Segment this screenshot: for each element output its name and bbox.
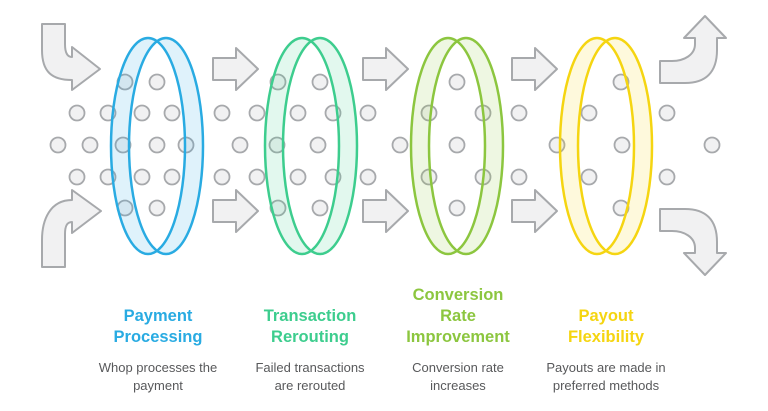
transaction-dot <box>213 104 231 122</box>
flow-arrows-layer <box>212 47 558 233</box>
transaction-dot <box>289 104 307 122</box>
label-title: Payment Processing <box>113 307 203 346</box>
stage-rings-layer <box>109 36 654 256</box>
transaction-dot <box>268 136 286 154</box>
flow-arrow-right-icon <box>511 47 558 91</box>
transaction-dot <box>448 199 466 217</box>
label-subtitle: Payouts are made in preferred methods <box>546 360 666 393</box>
transaction-dot <box>658 168 676 186</box>
label-payment-processing: Payment Processing Whop processes the pa… <box>73 282 243 395</box>
label-subtitle: Whop processes the payment <box>98 360 218 393</box>
transaction-dot <box>510 104 528 122</box>
label-title: Transaction Rerouting <box>263 307 357 346</box>
label-conversion-rate-improvement: Conversion Rate Improvement Conversion r… <box>373 282 543 395</box>
transaction-dot <box>359 168 377 186</box>
label-title: Conversion Rate Improvement <box>406 286 510 346</box>
flow-arrow-right-icon <box>511 189 558 233</box>
transaction-dot <box>580 104 598 122</box>
conversion-rate-improvement-ring <box>409 36 505 256</box>
transaction-dot <box>580 168 598 186</box>
transaction-dot <box>68 168 86 186</box>
transaction-dot <box>148 199 166 217</box>
flow-arrow-right-icon <box>212 47 259 91</box>
transaction-dot <box>311 199 329 217</box>
inflow-curved-arrow-bottom-left-icon <box>41 189 102 268</box>
transaction-dot <box>231 136 249 154</box>
transaction-dots-layer <box>49 73 721 217</box>
transaction-dot <box>81 136 99 154</box>
transaction-dot <box>448 136 466 154</box>
transaction-dot <box>248 168 266 186</box>
transaction-dot <box>391 136 409 154</box>
transaction-dot <box>49 136 67 154</box>
payout-flexibility-ring <box>558 36 654 256</box>
transaction-dot <box>703 136 721 154</box>
transaction-dot <box>309 136 327 154</box>
label-transaction-rerouting: Transaction Rerouting Failed transaction… <box>225 282 395 395</box>
transaction-dot <box>148 136 166 154</box>
transaction-rerouting-ring <box>263 36 359 256</box>
inflow-curved-arrow-top-left-icon <box>41 23 101 91</box>
transaction-dot <box>311 73 329 91</box>
label-subtitle: Failed transactions are rerouted <box>255 360 365 393</box>
transaction-dot <box>359 104 377 122</box>
flow-arrow-right-icon <box>362 47 409 91</box>
flow-arrow-right-icon <box>212 189 259 233</box>
payment-processing-ring <box>109 36 205 256</box>
outflow-curved-arrow-top-right-icon <box>659 15 727 84</box>
label-payout-flexibility: Payout Flexibility Payouts are made in p… <box>521 282 691 395</box>
transaction-dot <box>448 73 466 91</box>
label-title: Payout Flexibility <box>567 307 645 346</box>
transaction-dot <box>163 104 181 122</box>
transaction-dot <box>510 168 528 186</box>
transaction-dot <box>289 168 307 186</box>
flow-arrow-right-icon <box>362 189 409 233</box>
transaction-dot <box>248 104 266 122</box>
transaction-dot <box>114 136 132 154</box>
transaction-dot <box>163 168 181 186</box>
transaction-dot <box>613 136 631 154</box>
outflow-curved-arrow-bottom-right-icon <box>659 208 727 276</box>
transaction-dot <box>133 168 151 186</box>
label-subtitle: Conversion rate increases <box>412 360 504 393</box>
transaction-dot <box>213 168 231 186</box>
transaction-dot <box>148 73 166 91</box>
transaction-dot <box>133 104 151 122</box>
transaction-dot <box>658 104 676 122</box>
transaction-dot <box>68 104 86 122</box>
